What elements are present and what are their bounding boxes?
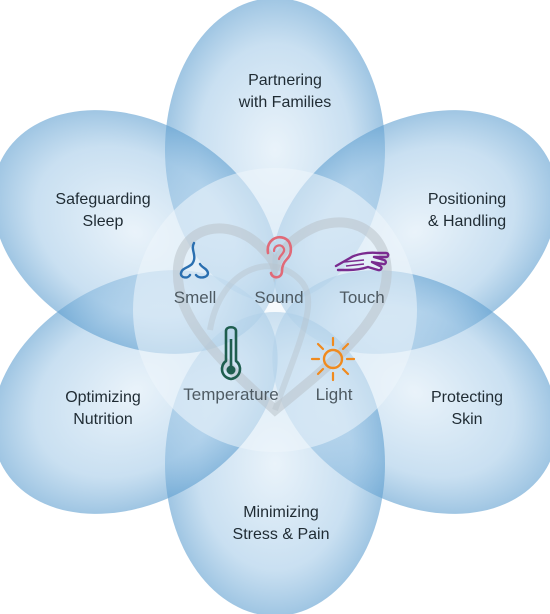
sense-label-touch: Touch [339, 288, 385, 307]
thermometer-icon [220, 325, 242, 381]
petal-label-partnering: Partnering with Families [195, 70, 375, 114]
petal-label-line: Safeguarding [55, 191, 151, 208]
petal-label-line: Sleep [82, 213, 124, 230]
nose-icon [179, 241, 210, 279]
sense-label-temperature: Temperature [183, 385, 279, 404]
hand-icon [334, 251, 390, 272]
heart-swirl [207, 263, 312, 412]
petal-label-line: Minimizing [243, 504, 319, 521]
sense-label-light: Light [315, 385, 353, 404]
ear-icon [266, 235, 293, 279]
petal-label-line: Protecting [430, 389, 504, 406]
petal-label-line: Positioning [427, 191, 507, 208]
petal-label-positioning: Positioning & Handling [377, 189, 550, 233]
petal-label-line: Partnering [248, 72, 322, 89]
petal-label-line: Skin [451, 411, 483, 428]
heart-watermark [172, 217, 392, 417]
petal-label-protecting: Protecting Skin [377, 387, 550, 431]
petal-label-line: Nutrition [73, 411, 133, 428]
petal-label-line: with Families [238, 94, 332, 111]
petal-label-minimizing: Minimizing Stress & Pain [191, 502, 371, 546]
sun-icon [310, 336, 356, 382]
sense-label-smell: Smell [173, 288, 217, 307]
petal-label-line: Stress & Pain [232, 526, 330, 543]
petal-label-line: Optimizing [65, 389, 141, 406]
center-circle [133, 168, 417, 452]
sense-label-sound: Sound [254, 288, 304, 307]
petal-label-optimizing: Optimizing Nutrition [13, 387, 193, 431]
petal-label-line: & Handling [427, 213, 507, 230]
petal-label-safeguarding: Safeguarding Sleep [13, 189, 193, 233]
